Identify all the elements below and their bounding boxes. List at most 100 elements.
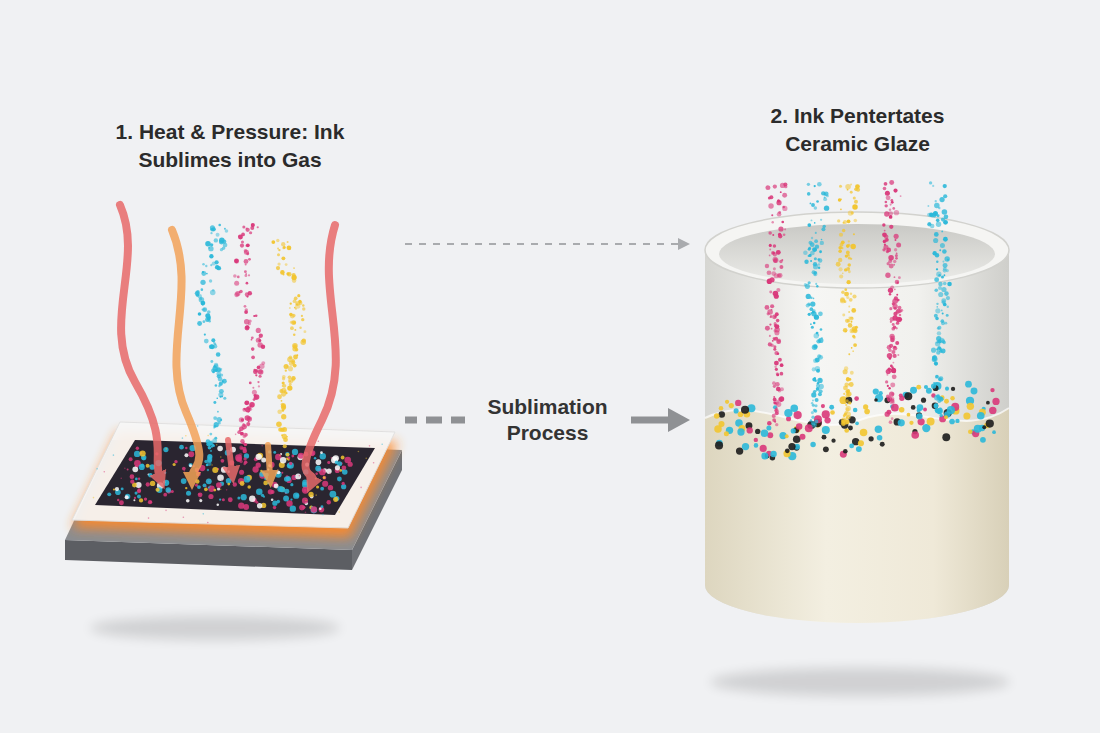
ink-particle	[816, 200, 819, 203]
ink-particle	[258, 369, 264, 375]
ink-particle	[234, 258, 239, 263]
heat-arrow	[120, 205, 160, 478]
ink-particle	[864, 409, 870, 415]
ink-particle	[326, 469, 331, 474]
ink-particle	[888, 387, 891, 390]
ink-particle	[256, 501, 259, 504]
ink-particle	[206, 478, 212, 484]
ink-particle	[219, 389, 224, 394]
ink-particle	[736, 447, 743, 454]
ink-particle	[947, 306, 949, 308]
ink-particle	[937, 347, 941, 351]
ink-particle	[234, 281, 239, 286]
ink-particle	[240, 439, 244, 443]
ink-particle	[747, 427, 753, 433]
ink-particle	[810, 251, 815, 256]
ink-particle	[950, 396, 954, 400]
ink-particle	[848, 244, 851, 247]
ink-particle	[814, 239, 818, 243]
ink-particle	[211, 368, 215, 372]
ink-particle	[185, 435, 187, 437]
ink-particle	[894, 210, 899, 215]
ink-particle	[766, 426, 771, 431]
ink-particle	[909, 421, 913, 425]
ink-particle	[217, 417, 222, 422]
ink-particle	[841, 247, 843, 249]
ink-particle	[342, 466, 347, 471]
ink-particle	[294, 476, 296, 478]
ink-particle	[853, 408, 858, 413]
ink-particle	[846, 244, 850, 248]
ink-particle	[290, 483, 293, 486]
ink-particle	[852, 350, 854, 352]
ink-particle	[761, 429, 768, 436]
ink-particle	[289, 355, 293, 359]
ink-particle	[896, 294, 898, 296]
ink-particle	[817, 382, 820, 385]
ink-particle	[285, 392, 287, 394]
ink-particle	[852, 294, 856, 298]
ink-particle	[314, 457, 317, 460]
ink-particle	[281, 242, 285, 246]
ink-particle	[281, 472, 283, 474]
ink-particle	[941, 287, 946, 292]
ink-particle	[839, 185, 842, 188]
ink-particle	[847, 392, 852, 397]
ink-particle	[850, 321, 852, 323]
ink-particle	[239, 470, 244, 475]
ink-particle	[897, 354, 899, 356]
ink-particle	[257, 342, 262, 347]
ink-particle	[814, 377, 816, 379]
ink-particle	[771, 309, 773, 311]
ink-particle	[150, 481, 155, 486]
ink-particle	[173, 463, 176, 466]
ink-particle	[883, 187, 887, 191]
ink-particle	[221, 479, 223, 481]
ink-particle	[930, 224, 935, 229]
ink-particle	[942, 300, 946, 304]
ink-particle	[220, 374, 223, 377]
ink-particle	[822, 410, 830, 418]
ink-particle	[889, 392, 894, 397]
ink-particle	[148, 500, 152, 504]
ink-particle	[772, 314, 777, 319]
ink-particle	[943, 184, 947, 188]
ink-particle	[283, 444, 287, 448]
ink-particle	[840, 208, 842, 210]
ink-particle	[840, 243, 844, 247]
ink-particle	[323, 476, 327, 480]
ink-particle	[888, 211, 893, 216]
mug-shadow	[710, 668, 1010, 696]
ink-particle	[844, 428, 849, 433]
ceramic-glaze	[705, 408, 1009, 623]
ink-particle	[851, 308, 856, 313]
ink-particle	[302, 338, 306, 342]
heat-arrow	[172, 230, 199, 478]
ink-particle	[769, 244, 772, 247]
ink-particle	[888, 400, 890, 402]
ink-particle	[927, 205, 929, 207]
ink-particle	[249, 407, 253, 411]
ink-particle	[93, 497, 95, 499]
ink-particle	[283, 246, 286, 249]
ink-particle	[875, 394, 883, 402]
ink-particle	[221, 459, 225, 463]
ink-particle	[776, 250, 780, 254]
arrow-label: Sublimation Process	[465, 392, 631, 448]
ink-particle	[921, 398, 926, 403]
ink-particle	[276, 239, 279, 242]
ink-particle	[220, 368, 222, 370]
ink-particle	[814, 415, 822, 423]
ink-particle	[212, 289, 214, 291]
ink-particle	[164, 472, 166, 474]
ink-particle	[854, 396, 859, 401]
ink-particle	[216, 444, 218, 446]
ink-particle	[257, 503, 262, 508]
ink-particle	[221, 395, 223, 397]
ink-particle	[845, 404, 847, 406]
ink-particle	[907, 413, 911, 417]
ink-particle	[243, 433, 247, 437]
ink-particle	[944, 415, 948, 419]
ink-particle	[263, 496, 265, 498]
ink-particle	[755, 429, 760, 434]
